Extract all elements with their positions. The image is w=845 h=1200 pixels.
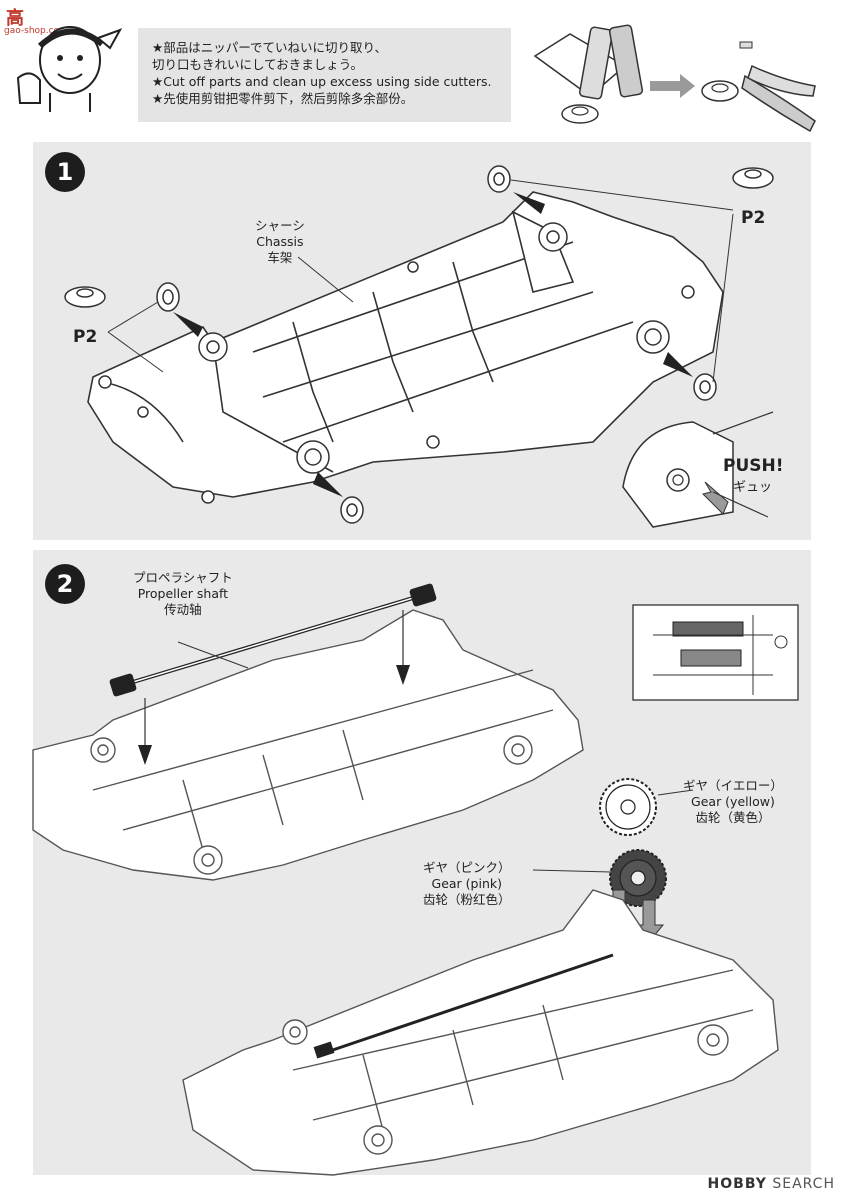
part-label-p2-right: P2 [741, 208, 766, 228]
watermark: 高 [6, 4, 24, 30]
gear-pink-label-en: Gear (pink) [431, 876, 502, 891]
tip-line-en: ★Cut off parts and clean up excess using… [152, 74, 492, 89]
watermark-text: 高 [6, 8, 24, 29]
push-sub-label: ギュッ [733, 480, 773, 495]
part-label-p2-left: P2 [73, 327, 98, 347]
tip-line-jp-1: ★部品はニッパーでていねいに切り取り、 [152, 40, 387, 55]
gear-yellow-label-en: Gear (yellow) [691, 794, 775, 809]
shaft-label: プロペラシャフト Propeller shaft 传动轴 [133, 570, 233, 618]
step2-panel: 2 プロペラシャフト Propeller shaft 传动轴 ギヤ（イエロー） … [32, 550, 811, 1176]
tip-line-jp-2: 切り口もきれいにしておきましょう。 [152, 57, 364, 72]
chassis-drawing-step2 [32, 583, 799, 1176]
cutter-illustration [533, 24, 816, 133]
tip-box: ★部品はニッパーでていねいに切り取り、 切り口もきれいにしておきましょう。 ★C… [138, 28, 511, 122]
shaft-label-cn: 传动轴 [164, 602, 202, 617]
gear-pink-label-cn: 齿轮（粉红色） [423, 892, 511, 907]
tip-line-cn: ★先使用剪钳把零件剪下，然后剪除多余部份。 [152, 91, 414, 106]
chassis-label-jp: シャーシ [255, 218, 305, 233]
footer-brand-name: HOBBY [707, 1176, 767, 1192]
footer-brand: HOBBY SEARCH [708, 1176, 835, 1192]
gear-yellow-label: ギヤ（イエロー） Gear (yellow) 齿轮（黄色） [683, 778, 783, 826]
footer-brand-search: SEARCH [772, 1176, 835, 1192]
gear-yellow-label-jp: ギヤ（イエロー） [683, 778, 783, 793]
step2-number: 2 [45, 564, 85, 604]
watermark-site: gao-shop.com [4, 26, 68, 36]
step1-number: 1 [45, 152, 85, 192]
chassis-label-cn: 车架 [267, 250, 293, 265]
mascot-illustration [16, 26, 123, 112]
gear-pink-label-jp: ギヤ（ピンク） [423, 860, 511, 875]
shaft-label-jp: プロペラシャフト [133, 570, 233, 585]
header: 高 gao-shop.com ★部品はニッパーでていねいに切り取り、 切り口もき… [0, 0, 845, 135]
chassis-drawing-step1 [64, 165, 774, 528]
step1-panel: 1 シャーシ Chassis 车架 P2 P2 [33, 142, 811, 540]
chassis-label-en: Chassis [256, 234, 304, 249]
gear-yellow-label-cn: 齿轮（黄色） [695, 810, 771, 825]
shaft-label-en: Propeller shaft [137, 586, 229, 601]
chassis-label: シャーシ Chassis 车架 [255, 218, 305, 266]
gear-pink-label: ギヤ（ピンク） Gear (pink) 齿轮（粉红色） [423, 860, 511, 908]
push-label: PUSH! [723, 456, 784, 476]
